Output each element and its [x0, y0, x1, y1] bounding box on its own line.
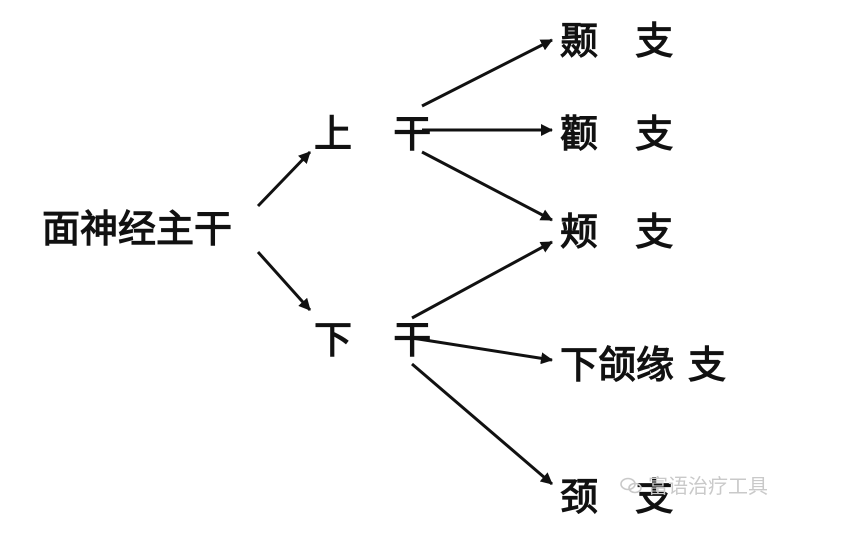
arrow-root-to-lower	[256, 250, 312, 312]
watermark-text: 富语治疗工具	[648, 474, 768, 498]
branch-node-lower-trunk: 下 干	[314, 318, 446, 362]
chat-bubble-icon	[620, 477, 642, 494]
mandibular-label: 下颌缘	[560, 343, 675, 387]
branch-node-upper-trunk: 上 干	[314, 112, 446, 156]
arrow-lower-to-buccal	[411, 240, 553, 320]
leaf-node-buccal-branch: 颊 支	[560, 210, 686, 254]
leaf-node-zygomatic-branch: 颧 支	[560, 112, 686, 156]
leaf-node-marginal-mandibular-branch: 下颌缘支	[560, 346, 726, 384]
watermark: 富语治疗工具	[620, 476, 768, 496]
mandibular-suffix: 支	[688, 343, 727, 387]
root-node-facial-nerve-trunk: 面神经主干	[42, 207, 233, 251]
arrow-lower-to-mandibular	[411, 336, 553, 365]
arrow-upper-to-buccal	[421, 150, 553, 222]
leaf-node-temporal-branch: 颞 支	[560, 19, 686, 63]
arrow-lower-to-cervical	[411, 362, 553, 486]
leaf-node-cervical-branch: 颈 支	[560, 475, 686, 519]
arrow-upper-to-temporal	[421, 38, 553, 108]
arrow-root-to-upper	[256, 150, 312, 208]
